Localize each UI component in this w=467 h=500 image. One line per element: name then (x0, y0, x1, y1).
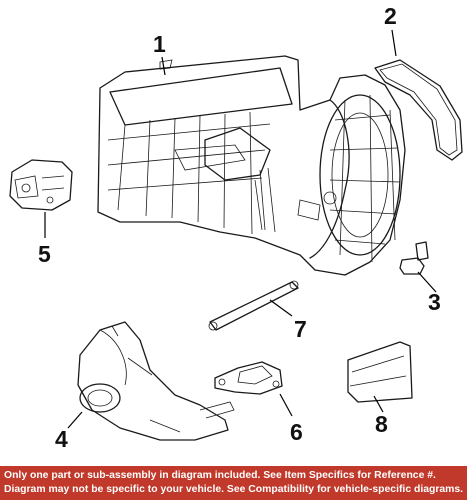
callout-1: 1 (153, 31, 166, 57)
disclaimer-line-2: Diagram may not be specific to your vehi… (4, 484, 464, 495)
parts-diagram: 1 2 3 4 5 6 7 8 (9, 3, 463, 452)
part-8-shield (347, 341, 413, 403)
part-3-sensor (399, 241, 429, 275)
part-6-resistor (214, 361, 283, 395)
callout-3: 3 (428, 289, 441, 315)
disclaimer-line-1: Only one part or sub-assembly in diagram… (4, 470, 436, 481)
disclaimer-footer: Only one part or sub-assembly in diagram… (0, 466, 467, 500)
part-7-rod (208, 280, 299, 331)
part-2-seal (374, 59, 463, 161)
callout-8: 8 (375, 411, 388, 437)
callout-4: 4 (55, 426, 68, 452)
part-5-actuator (9, 159, 73, 211)
callout-5: 5 (38, 241, 51, 267)
callout-6: 6 (290, 419, 303, 445)
part-4-blower-housing (77, 321, 235, 441)
leader-lines (44, 29, 437, 429)
part-1-hvac-housing (97, 55, 406, 276)
callout-2: 2 (384, 3, 397, 29)
callout-7: 7 (294, 316, 307, 342)
